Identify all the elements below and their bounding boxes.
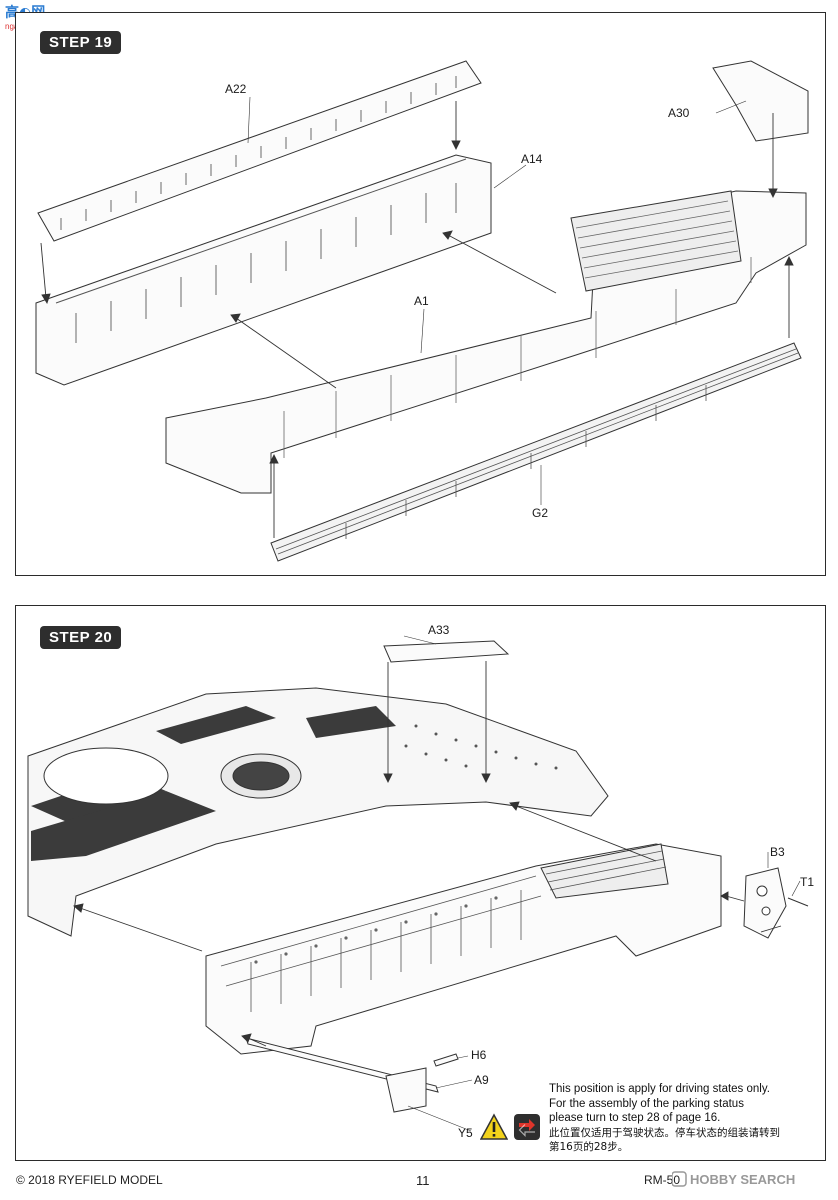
- skirt-assembly-shape: [205, 843, 722, 1055]
- step-20-arrows: [73, 635, 801, 1132]
- part-a14-bolts: [75, 183, 457, 343]
- part-a22-bolts: [60, 76, 457, 230]
- part-a22-shape: [37, 60, 482, 242]
- label-a14: A14: [521, 152, 543, 166]
- step-20-labels: A33 B3 T1 H6 A9 Y5: [428, 623, 814, 1140]
- note-line-3: please turn to step 28 of page 16.: [549, 1112, 721, 1124]
- part-t1-shape: [787, 897, 809, 907]
- label-a22: A22: [225, 82, 247, 96]
- label-t1: T1: [800, 875, 814, 889]
- label-b3: B3: [770, 845, 785, 859]
- note-line-1: This position is apply for driving state…: [549, 1083, 770, 1095]
- note-line-2: For the assembly of the parking status: [549, 1097, 744, 1110]
- swap-icon: [514, 1114, 540, 1140]
- step-19-panel: STEP 19: [15, 12, 826, 576]
- part-g2-shape: [270, 342, 802, 562]
- hull-rivets: [404, 724, 558, 770]
- part-y5-shape: [385, 1067, 427, 1113]
- label-a1: A1: [414, 294, 429, 308]
- svg-text:HOBBY SEARCH: HOBBY SEARCH: [690, 1172, 795, 1187]
- note-line-4-cn: 此位置仅适用于驾驶状态。停车状态的组装请转到: [549, 1126, 780, 1139]
- part-a30-shape: [712, 60, 809, 142]
- watermark-hobby-search: HOBBY SEARCH: [672, 1171, 795, 1187]
- label-a30: A30: [668, 106, 690, 120]
- step-20-drawing: A33 B3 T1 H6 A9 Y5: [27, 623, 814, 1140]
- page-number: 11: [416, 1173, 430, 1188]
- part-a14-shape: [35, 154, 492, 386]
- warning-icon: [480, 1113, 508, 1140]
- step-19-title: STEP 19: [40, 31, 122, 54]
- step-19-drawing: A22 A14 A30 A1 G2: [35, 60, 809, 562]
- driving-state-note: This position is apply for driving state…: [549, 1082, 819, 1155]
- hull-shape: [27, 687, 609, 937]
- part-b3-shape: [743, 867, 787, 939]
- step-20-title: STEP 20: [40, 626, 122, 649]
- product-code: RM-50: [644, 1173, 681, 1187]
- label-y5: Y5: [458, 1126, 473, 1140]
- step-19-arrows: [40, 96, 794, 538]
- label-a33: A33: [428, 623, 450, 637]
- label-g2: G2: [532, 506, 548, 520]
- step-19-labels: A22 A14 A30 A1 G2: [225, 82, 690, 520]
- label-a9: A9: [474, 1073, 489, 1087]
- note-line-5-cn: 第16页的28步。: [549, 1141, 629, 1153]
- label-h6: H6: [471, 1048, 487, 1062]
- step-20-panel: STEP 20: [15, 605, 826, 1161]
- part-a33-shape: [383, 640, 510, 663]
- part-h6-shape: [433, 1053, 459, 1067]
- copyright-text: © 2018 RYEFIELD MODEL: [16, 1173, 163, 1187]
